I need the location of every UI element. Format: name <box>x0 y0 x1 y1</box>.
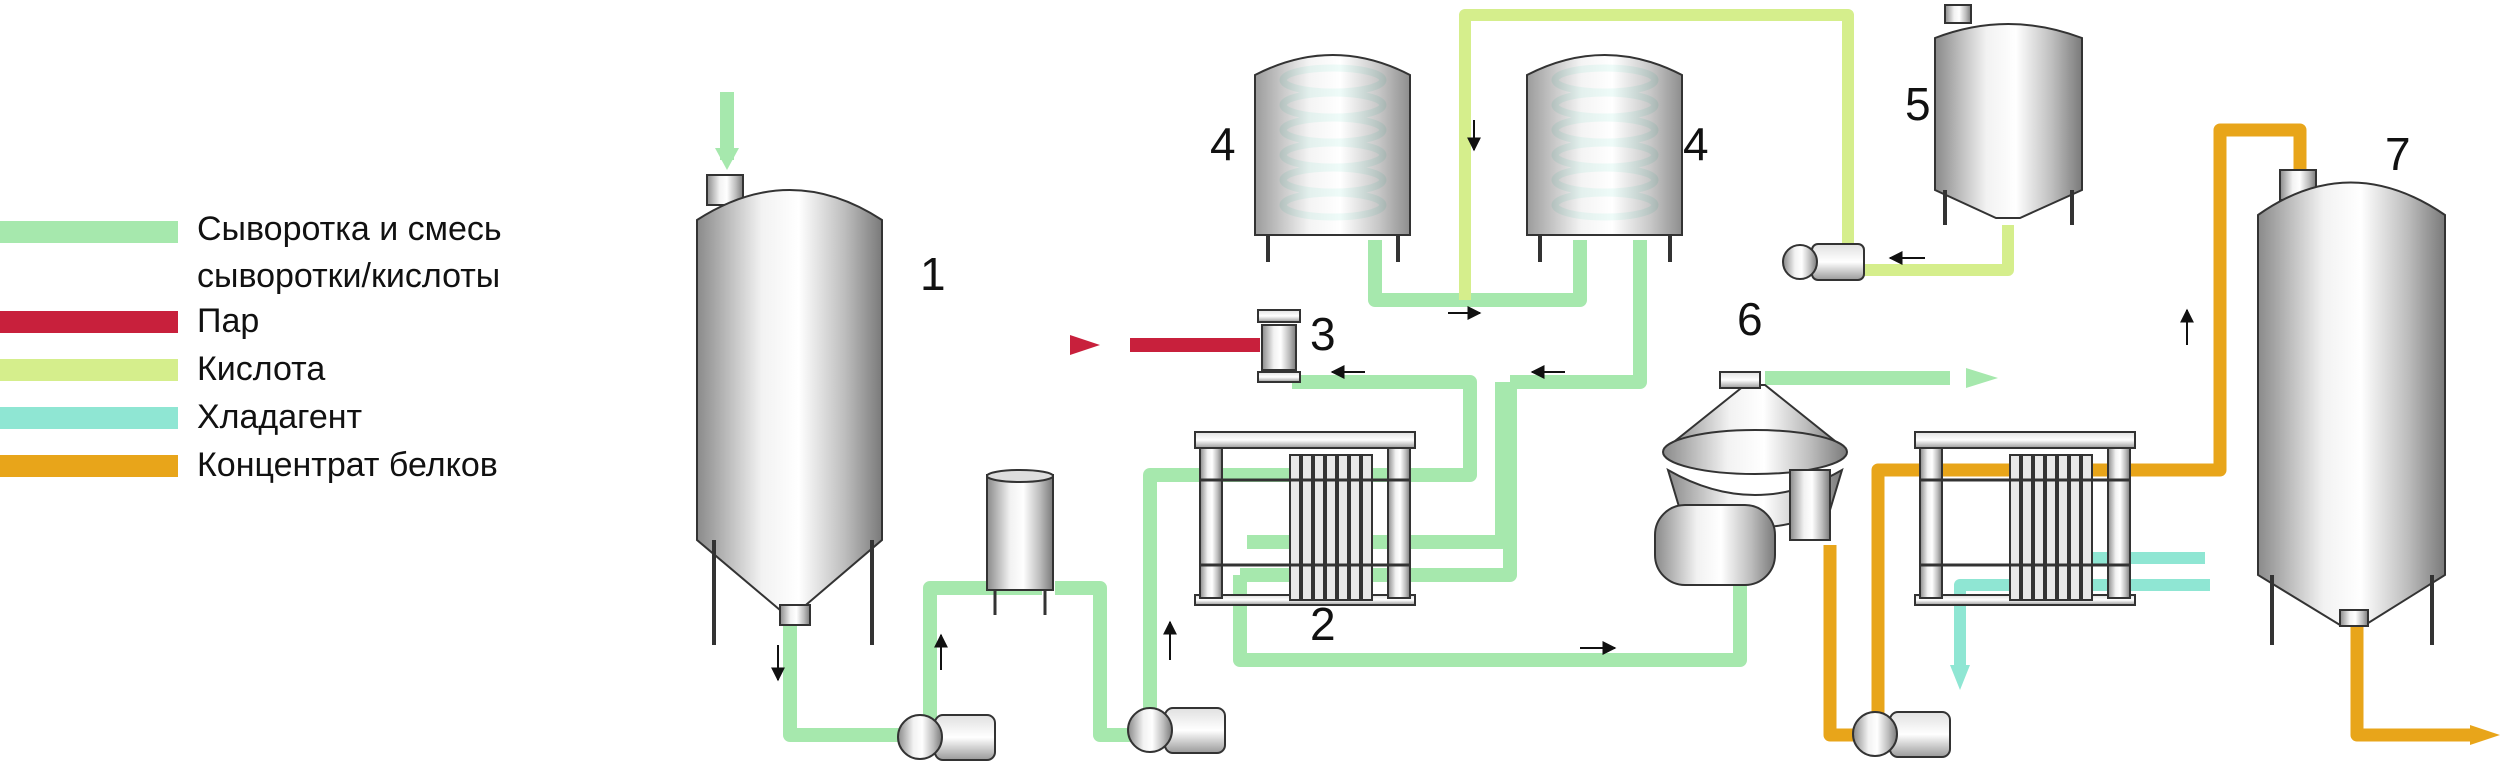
pipes-acid <box>1459 9 2014 300</box>
legend-label-coolant: Хладагент <box>197 398 363 436</box>
acid-tank-5 <box>1934 4 2083 225</box>
legend-label-whey-1: Сыворотка и смесь <box>197 210 502 248</box>
legend-label-protein: Концентрат белков <box>197 446 498 484</box>
holding-tank-4a <box>1254 54 1411 262</box>
pump-acid <box>1782 243 1865 281</box>
legend-item-acid: Кислота <box>0 349 600 397</box>
label-heat-exchanger-2: 2 <box>1310 598 1336 650</box>
label-holding-tank-4a: 4 <box>1210 118 1236 170</box>
legend-swatch-acid <box>0 359 178 381</box>
label-steam-injector-3: 3 <box>1310 308 1336 360</box>
legend-swatch-steam <box>0 311 178 333</box>
legend: Сыворотка и смесь сыворотки/кислоты Пар … <box>0 205 600 493</box>
legend-swatch-whey <box>0 221 178 243</box>
pump-3 <box>1852 711 1951 758</box>
legend-label-acid: Кислота <box>197 350 326 388</box>
pump-1 <box>897 714 996 761</box>
tank-1 <box>696 174 883 645</box>
label-acid-tank-5: 5 <box>1905 78 1931 130</box>
steam-injector-3 <box>1257 309 1301 383</box>
legend-swatch-coolant <box>0 407 178 429</box>
outlet-arrows <box>715 148 2500 745</box>
pump-2 <box>1127 707 1226 754</box>
heat-exchanger-cooler <box>1914 431 2136 606</box>
tank-7 <box>2257 169 2446 645</box>
heat-exchanger-2 <box>1194 431 1416 606</box>
holding-tank-4b <box>1526 54 1683 262</box>
label-separator-6: 6 <box>1737 293 1763 345</box>
legend-label-whey-2: сыворотки/кислоты <box>197 257 501 295</box>
legend-label-steam: Пар <box>197 302 260 340</box>
label-tank-7: 7 <box>2385 128 2411 180</box>
legend-item-coolant: Хладагент <box>0 397 600 445</box>
legend-item-protein: Концентрат белков <box>0 445 600 493</box>
intermediate-tank <box>986 469 1054 615</box>
separator-6 <box>1654 371 1848 586</box>
legend-item-steam: Пар <box>0 301 600 349</box>
label-holding-tank-4b: 4 <box>1683 118 1709 170</box>
legend-swatch-protein <box>0 455 178 477</box>
legend-item-whey: Сыворотка и смесь сыворотки/кислоты <box>0 205 600 301</box>
flow-arrows <box>771 120 2194 682</box>
label-tank-1: 1 <box>920 248 946 300</box>
